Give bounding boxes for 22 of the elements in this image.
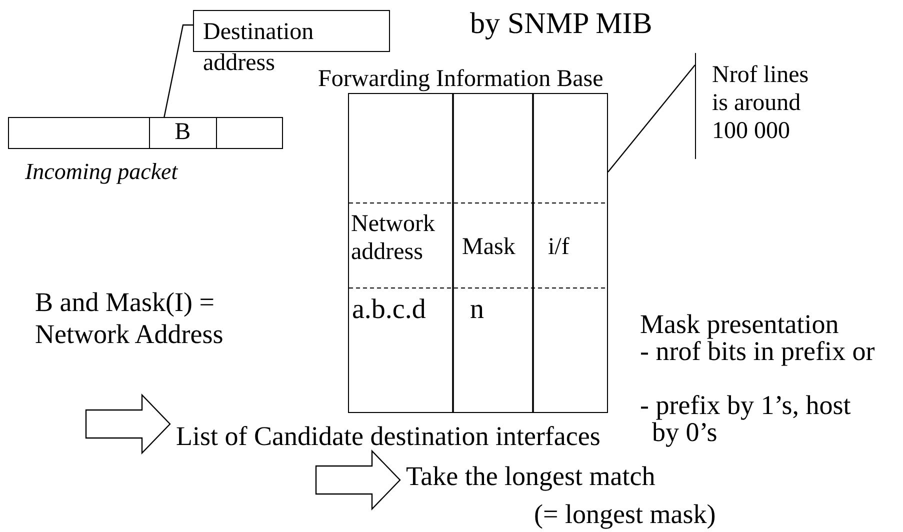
table-value: a.b.c.d bbox=[352, 293, 426, 327]
heading-text: by SNMP MIB bbox=[470, 6, 652, 42]
note-text: - nrof bits in prefix or bbox=[640, 338, 876, 365]
caption-text: Incoming packet bbox=[25, 158, 178, 186]
column-header: Network address bbox=[351, 210, 436, 266]
table-value: n bbox=[470, 293, 484, 327]
block-arrow bbox=[315, 450, 401, 510]
result-text: (= longest mask) bbox=[534, 500, 716, 528]
note-text: Mask presentation bbox=[640, 311, 839, 338]
note-text: Nrof lines is around 100 000 bbox=[695, 53, 820, 159]
packet-bar bbox=[8, 117, 283, 149]
block-arrow bbox=[85, 394, 171, 454]
formula-text: B and Mask(I) = Network Address bbox=[35, 286, 224, 350]
column-header: i/f bbox=[548, 233, 570, 262]
result-text: Take the longest match bbox=[406, 462, 656, 490]
leader-line bbox=[163, 24, 193, 118]
leader-line bbox=[608, 64, 696, 172]
note-text: - prefix by 1’s, host by 0’s bbox=[640, 392, 852, 446]
packet-field: B bbox=[150, 118, 216, 148]
table-title: Forwarding Information Base bbox=[318, 66, 604, 93]
result-text: List of Candidate destination interfaces bbox=[176, 421, 600, 451]
column-header: Mask bbox=[462, 233, 516, 262]
